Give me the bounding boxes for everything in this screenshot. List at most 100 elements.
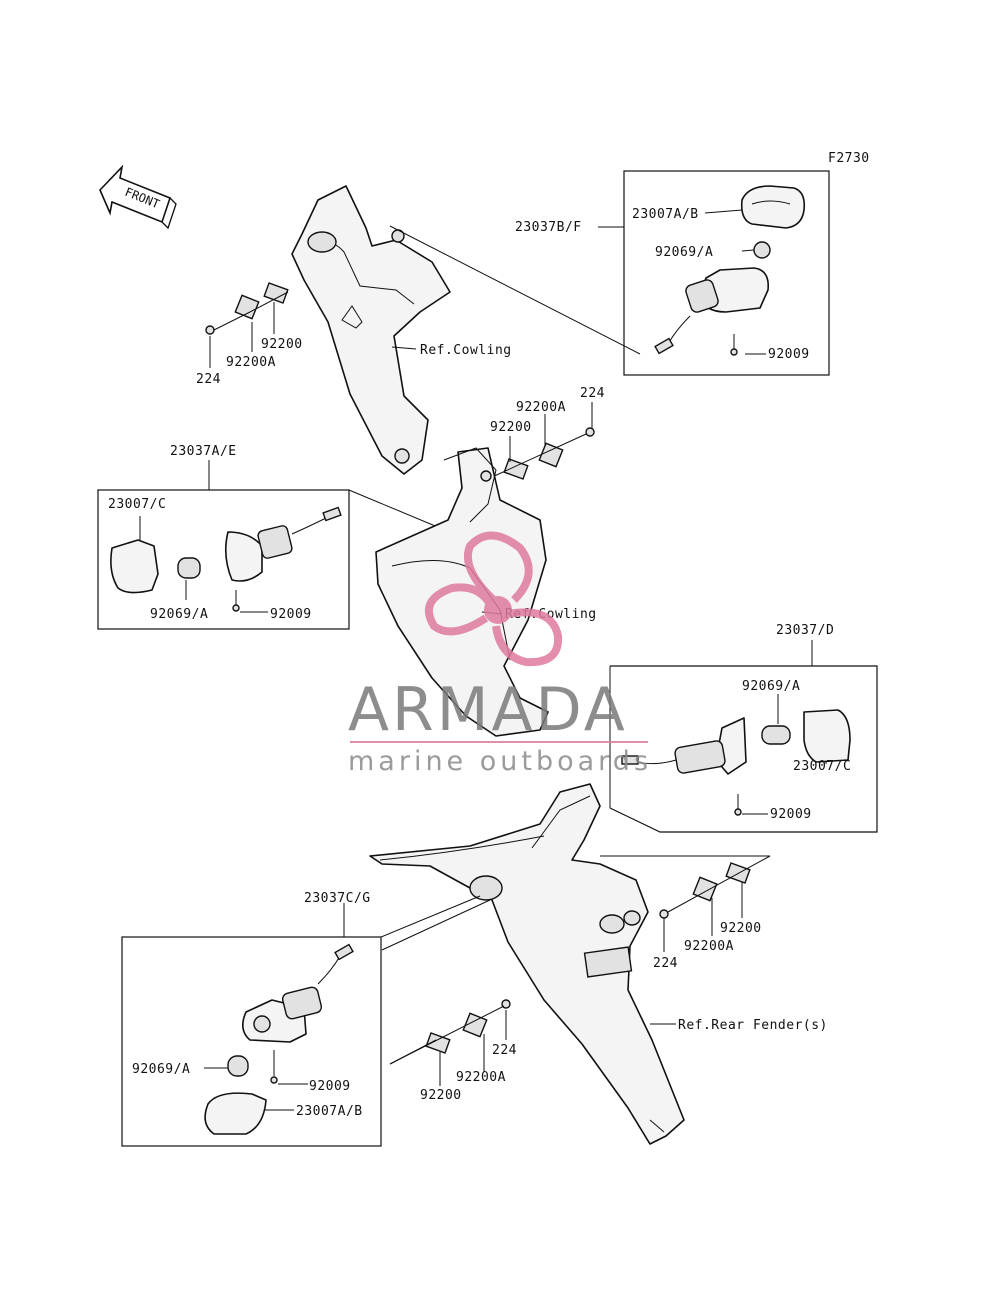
leader-line: [489, 433, 587, 479]
label-23037bf: 23037B/F: [515, 220, 582, 235]
propeller-icon: [425, 531, 563, 667]
label-224-mid: 224: [580, 386, 605, 401]
screw-head-part: [232, 604, 240, 612]
label-92200-lower: 92200: [420, 1088, 462, 1103]
label-92009-left: 92009: [270, 607, 312, 622]
socket-part: [281, 986, 323, 1020]
fender-lamp-hole-part: [623, 910, 641, 926]
leader-line: [741, 249, 755, 252]
bulb-socket-part: [253, 1015, 271, 1033]
propeller-blade: [492, 608, 563, 667]
label-92200a-right: 92200A: [684, 939, 734, 954]
bulb-part: [753, 241, 771, 259]
lens-cover-part: [803, 709, 851, 763]
leader-line: [381, 899, 491, 951]
fender-shell-part: [369, 783, 685, 1145]
bolt-part: [659, 909, 669, 919]
fender-wire-line: [531, 795, 591, 849]
turn-signal-front-right: [654, 185, 806, 356]
plate-part: [263, 282, 289, 304]
label-23007c-right: 23007/C: [793, 759, 851, 774]
label-92200-mid: 92200: [490, 420, 532, 435]
connector-part: [621, 755, 639, 765]
bracket-boss-part: [394, 448, 410, 464]
connector-part: [654, 337, 674, 355]
bolt-part: [205, 325, 215, 335]
connector-part: [322, 506, 342, 522]
leader-line: [389, 225, 641, 355]
bracket-emblem-part: [341, 305, 363, 329]
plate-part: [503, 458, 529, 480]
wire-line: [317, 955, 341, 985]
leader-line: [667, 855, 771, 913]
turn-signal-rear-right: [621, 709, 851, 816]
wire-line: [667, 315, 691, 345]
group-box-23037ae: [97, 489, 350, 630]
leader-line: [389, 1039, 437, 1065]
bulb-part: [761, 725, 791, 745]
propeller-hub: [484, 596, 512, 624]
label-23007c-left: 23007/C: [108, 497, 166, 512]
label-23007ab-bottom: 23007A/B: [296, 1104, 363, 1119]
mounting-plate-parts-middle: [489, 402, 595, 480]
leader-line: [249, 291, 289, 313]
label-92009-right: 92009: [770, 807, 812, 822]
socket-part: [257, 525, 293, 559]
leader-line: [391, 346, 417, 350]
label-92009-bottom: 92009: [309, 1079, 351, 1094]
mounting-plate-parts-left: [205, 282, 289, 368]
lens-cover-part: [204, 1092, 267, 1135]
rear-fender-part: [369, 783, 685, 1145]
turn-signal-rear-left: [204, 943, 354, 1135]
clip-part: [692, 876, 718, 902]
bulb-part: [177, 557, 201, 579]
front-arrow-icon: FRONT: [99, 164, 177, 230]
turn-signal-front-left: [110, 506, 342, 612]
label-ref-rear-fender: Ref.Rear Fender(s): [678, 1018, 828, 1033]
lens-rim-line: [751, 200, 791, 205]
label-224: 224: [196, 372, 221, 387]
leader-line: [213, 311, 251, 331]
label-92200: 92200: [261, 337, 303, 352]
lens-cover-part: [740, 185, 806, 229]
cowling-bracket-part: [291, 185, 451, 475]
socket-part: [685, 279, 719, 313]
fender-tab-line: [649, 1119, 665, 1133]
watermark-tagline: marine outboards: [348, 746, 652, 777]
clip-part: [538, 442, 564, 468]
watermark-brand: ARMADA: [348, 675, 628, 745]
bolt-part: [585, 427, 595, 437]
label-23037cg: 23037C/G: [304, 891, 371, 906]
mounting-plate-parts-lower: [389, 999, 511, 1086]
label-92200-right: 92200: [720, 921, 762, 936]
label-23037ae: 23037A/E: [170, 444, 237, 459]
label-ref-cowling-upper: Ref.Cowling: [420, 343, 512, 358]
propeller-blade: [463, 531, 533, 607]
label-224-lower: 224: [492, 1043, 517, 1058]
bracket-hole-part: [307, 231, 337, 253]
fender-hole-part: [469, 875, 503, 901]
watermark-logo: ARMADA marine outboards: [348, 531, 652, 777]
lens-cover-part: [110, 539, 159, 594]
label-23037d: 23037/D: [776, 623, 834, 638]
fender-rail-line: [379, 835, 545, 861]
label-92200a: 92200A: [226, 355, 276, 370]
cowling-shell-part: [375, 447, 549, 737]
fender-lamp-hole-part: [599, 914, 625, 934]
label-92069a: 92069/A: [655, 245, 713, 260]
label-23007ab: 23007A/B: [632, 207, 699, 222]
leader-line: [704, 209, 743, 214]
screw-head-part: [730, 348, 738, 356]
socket-part: [674, 740, 726, 774]
leader-line: [348, 489, 441, 529]
bulb-part: [227, 1055, 249, 1077]
cowling-hole-part: [480, 470, 492, 482]
plate-mount-part: [583, 946, 633, 978]
label-92200a-lower: 92200A: [456, 1070, 506, 1085]
connector-part: [334, 943, 354, 961]
figure-code: F2730: [828, 151, 870, 166]
label-92069a-bottom: 92069/A: [132, 1062, 190, 1077]
label-224-right: 224: [653, 956, 678, 971]
propeller-blade: [425, 583, 494, 636]
